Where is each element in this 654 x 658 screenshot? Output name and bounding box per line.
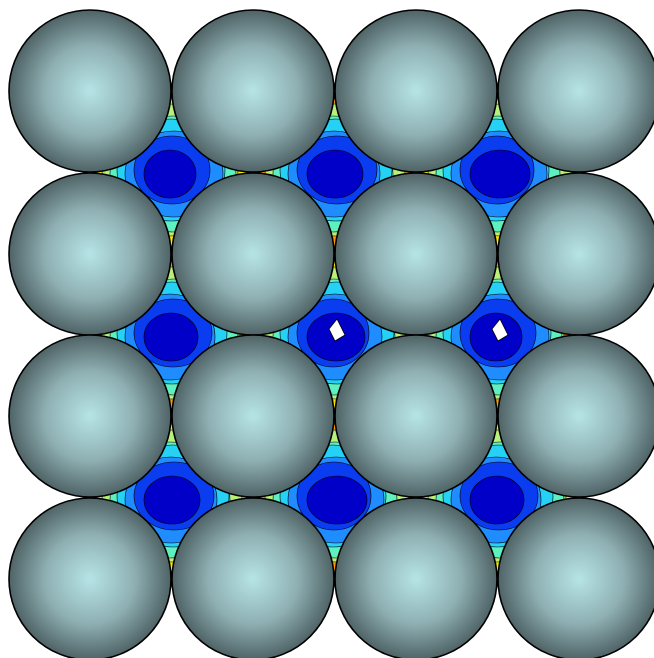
atom-sphere bbox=[8, 172, 172, 336]
atom-sphere bbox=[8, 9, 172, 173]
atom-sphere bbox=[497, 334, 654, 498]
density-void bbox=[491, 318, 509, 342]
atom-sphere bbox=[334, 9, 498, 173]
atom-sphere bbox=[171, 334, 335, 498]
density-contour bbox=[143, 312, 199, 362]
density-contour bbox=[306, 475, 368, 525]
atom-sphere bbox=[497, 172, 654, 336]
density-contour bbox=[143, 149, 197, 199]
atom-sphere bbox=[497, 9, 654, 173]
atom-sphere bbox=[334, 497, 498, 658]
atom-layer bbox=[8, 9, 654, 658]
density-contour bbox=[143, 475, 201, 525]
atom-sphere bbox=[171, 9, 335, 173]
atom-sphere bbox=[497, 497, 654, 658]
density-contour bbox=[469, 475, 525, 525]
density-contour bbox=[469, 149, 531, 199]
atom-sphere bbox=[334, 334, 498, 498]
atom-sphere bbox=[334, 172, 498, 336]
charge-density-contour-map bbox=[89, 97, 581, 573]
atom-sphere bbox=[8, 334, 172, 498]
atom-sphere bbox=[171, 172, 335, 336]
density-contour bbox=[306, 149, 364, 199]
atom-sphere bbox=[8, 497, 172, 658]
density-void bbox=[328, 318, 346, 342]
atom-sphere bbox=[171, 497, 335, 658]
